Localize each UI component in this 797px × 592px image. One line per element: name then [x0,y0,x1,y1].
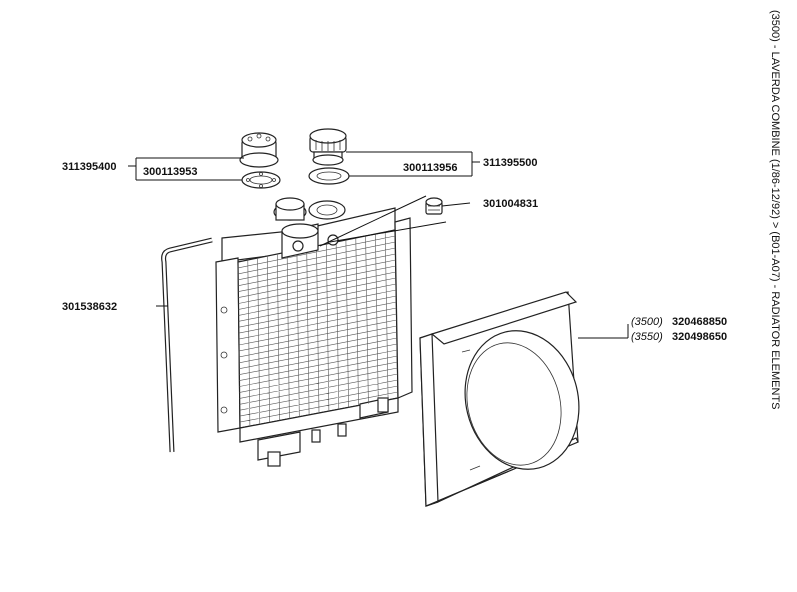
fan-shroud-illustration [419,291,580,507]
label-shroud-3500-prefix: (3500) [631,316,663,328]
cap-left-illustration [239,132,279,168]
hose-illustration [161,237,213,453]
leader-lines [128,151,629,339]
label-shroud-3550[interactable]: 320498650 [672,331,727,343]
label-shroud-3500[interactable]: 320468850 [672,316,727,328]
radiator-illustration [215,197,413,467]
page-title: (3500) - LAVERDA COMBINE (1/86-12/92) > … [769,10,781,410]
cap-right-illustration [309,128,347,166]
label-hose[interactable]: 301538632 [62,301,117,313]
plug-illustration [425,197,443,215]
label-plug[interactable]: 301004831 [483,198,538,210]
label-cap-assembly-right[interactable]: 311395500 [483,157,537,169]
gasket-right-illustration [308,167,350,185]
label-cap-assembly-left[interactable]: 311395400 [62,161,116,173]
gasket-left-illustration [241,171,281,189]
label-shroud-3550-prefix: (3550) [631,331,663,343]
label-gasket-left[interactable]: 300113953 [143,166,197,178]
label-gasket-right[interactable]: 300113956 [403,162,457,174]
